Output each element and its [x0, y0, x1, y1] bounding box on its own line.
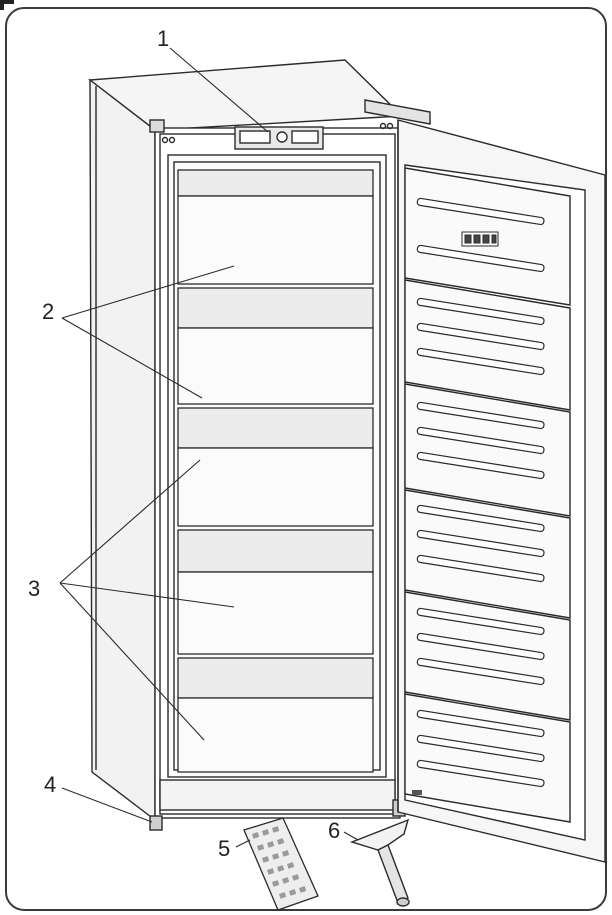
- callout-1: 1: [157, 26, 169, 51]
- ice-scraper: [349, 818, 410, 907]
- leader-line-4: [61, 787, 153, 823]
- drawer-front: [177, 169, 374, 197]
- callout-leader-lines: [59, 47, 359, 848]
- drawer-front: [177, 657, 374, 699]
- drawer-body: [177, 195, 374, 285]
- drawer-front: [177, 287, 374, 329]
- drawer-body: [177, 571, 374, 655]
- leader-line-1: [169, 47, 269, 133]
- corner-mark: [0, 0, 14, 10]
- callout-5: 5: [218, 836, 230, 861]
- display-panel-icon: [461, 231, 499, 247]
- freezer-drawers: [177, 169, 374, 773]
- drawer-front: [177, 407, 374, 449]
- callout-4: 4: [44, 772, 56, 797]
- ice-tray-cells: [252, 826, 307, 899]
- leader-line-5: [235, 839, 251, 848]
- drawer-front: [177, 529, 374, 573]
- leader-line-2a: [61, 265, 235, 319]
- callout-6: 6: [328, 818, 340, 843]
- leader-line-6: [343, 831, 359, 841]
- callout-2: 2: [42, 299, 54, 324]
- leader-line-3c: [59, 582, 205, 741]
- leader-line-3a: [59, 459, 201, 584]
- leader-line-3b: [59, 582, 235, 608]
- drawer-body: [177, 447, 374, 527]
- door-vent-slots: [416, 197, 545, 788]
- door-label-mark: [412, 790, 422, 795]
- callout-3: 3: [28, 576, 40, 601]
- ice-tray: [243, 817, 319, 911]
- leader-line-2b: [61, 317, 203, 399]
- callout-numbers: 1 2 3 4 5 6: [28, 26, 340, 861]
- drawer-body: [177, 327, 374, 405]
- drawer-body: [177, 697, 374, 773]
